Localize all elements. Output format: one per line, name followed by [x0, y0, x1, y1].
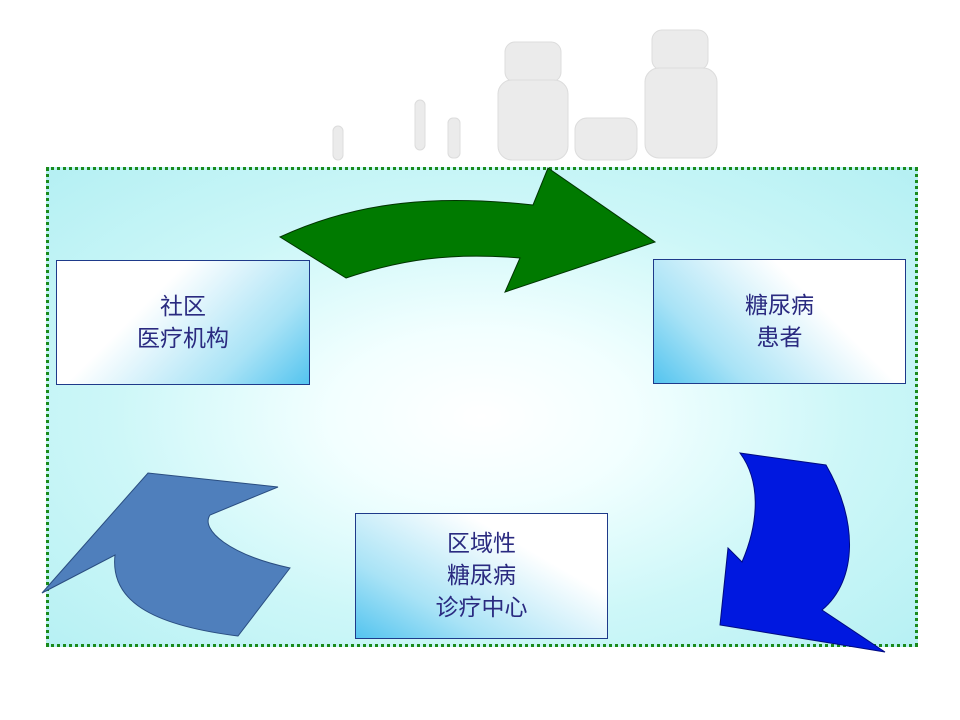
medicine-vials-icon: [332, 29, 718, 161]
node-community-medical: 社区 医疗机构: [56, 260, 310, 385]
arrow-top: [278, 167, 657, 293]
node-center-line2: 糖尿病: [447, 563, 516, 589]
node-diabetes-patient: 糖尿病 患者: [653, 259, 906, 384]
arrow-left: [41, 472, 291, 637]
arrow-right: [719, 452, 886, 653]
node-patient-line1: 糖尿病: [745, 292, 814, 319]
node-regional-center: 区域性 糖尿病 诊疗中心: [355, 513, 608, 639]
node-patient-line2: 患者: [756, 324, 803, 351]
node-center-line3: 诊疗中心: [435, 595, 528, 621]
node-center-line1: 区域性: [447, 531, 516, 557]
node-community-line1: 社区: [160, 293, 206, 320]
node-community-line2: 医疗机构: [137, 325, 229, 352]
